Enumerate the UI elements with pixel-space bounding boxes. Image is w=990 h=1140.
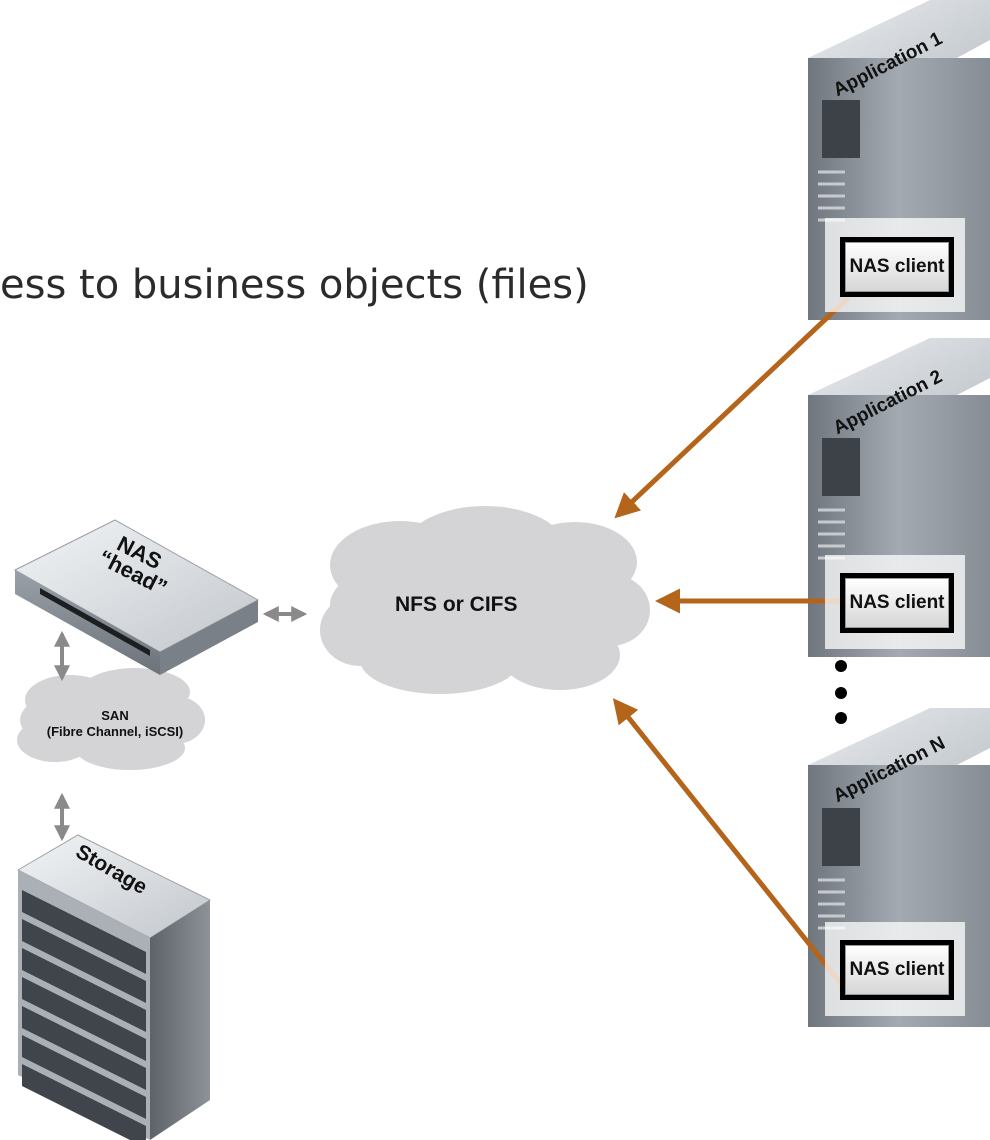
nas-client-box-1: NAS client — [840, 237, 954, 297]
rack-bay — [22, 1064, 146, 1140]
appn-to-cloud-arrow — [612, 698, 844, 987]
rack-bay — [22, 948, 146, 1032]
cloud-label: NFS or CIFS — [395, 593, 518, 616]
nas-client-label: NAS client — [845, 945, 949, 995]
ellipsis-dot — [835, 712, 847, 724]
nas-client-box-n: NAS client — [840, 940, 954, 1000]
san-label-line1: SAN — [101, 708, 129, 723]
rack-bay — [22, 1035, 146, 1119]
san-label-line2: (Fibre Channel, iSCSI) — [46, 724, 184, 739]
nfs-cifs-cloud — [320, 506, 650, 694]
app1-to-cloud-arrow — [614, 296, 850, 519]
ellipsis-dot — [835, 687, 847, 699]
rack-bay — [22, 919, 146, 1003]
rack-bay — [22, 890, 146, 974]
nas-client-label: NAS client — [845, 578, 949, 628]
nas-client-label: NAS client — [845, 242, 949, 292]
nas-head-appliance — [13, 519, 260, 675]
slide-subtitle: ess to business objects (files) — [0, 262, 589, 308]
rack-bay — [22, 1006, 146, 1090]
nas-client-box-2: NAS client — [840, 573, 954, 633]
ellipsis-dot — [835, 660, 847, 672]
storage-rack — [16, 834, 212, 1140]
rack-bay — [22, 977, 146, 1061]
san-cloud — [17, 668, 205, 770]
